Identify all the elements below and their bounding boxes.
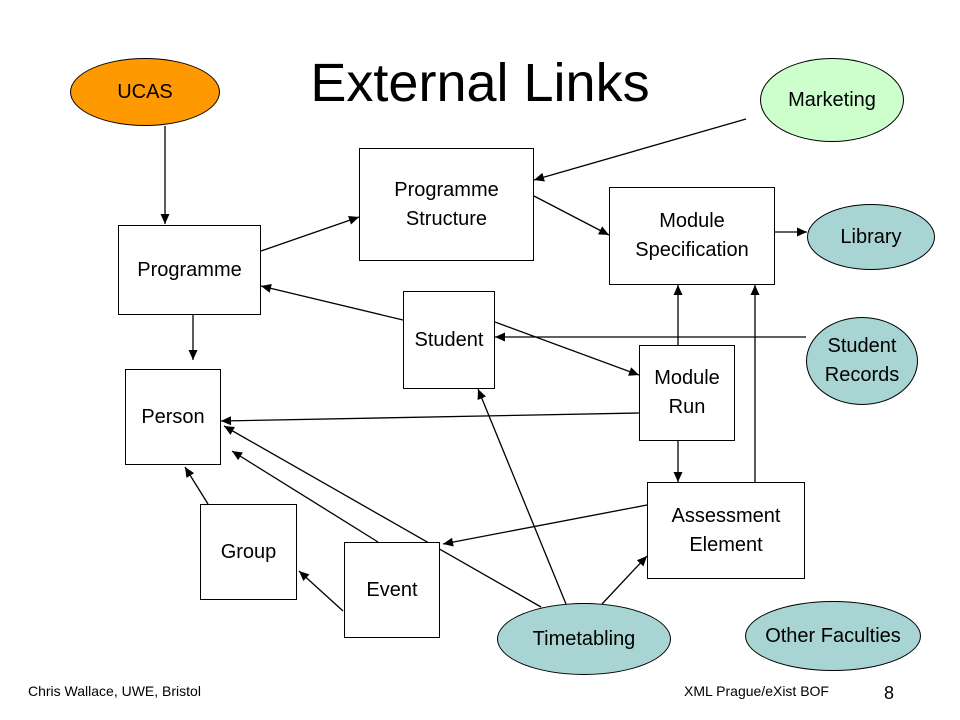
timetabling-oval: Timetabling <box>497 603 671 675</box>
connector-timetabling-to-assessment <box>601 555 648 605</box>
programme-box: Programme <box>118 225 261 315</box>
connector-marketing-to-programme-structure <box>533 118 747 182</box>
assessment-element-box: Assessment Element <box>647 482 805 579</box>
connector-ucas-to-programme <box>160 126 170 224</box>
connector-module-run-to-person <box>220 412 640 426</box>
connector-assessment-to-event <box>442 504 648 547</box>
arrowhead <box>673 285 683 295</box>
connector-event-to-group <box>298 570 344 612</box>
module-run-box: Module Run <box>639 345 735 441</box>
connector-programme-to-programme-structure <box>260 216 360 252</box>
connector-programme-to-person <box>188 315 198 360</box>
connector-group-to-person <box>184 466 209 505</box>
connector-student-records-to-student <box>495 332 806 342</box>
group-box: Group <box>200 504 297 600</box>
arrowhead <box>443 537 454 547</box>
arrowhead <box>160 214 170 224</box>
connector-event-to-person <box>231 450 379 543</box>
arrowhead <box>598 226 609 235</box>
arrowhead <box>797 227 807 237</box>
other-faculties-oval: Other Faculties <box>745 601 921 671</box>
footer-author: Chris Wallace, UWE, Bristol <box>28 683 201 699</box>
student-records-oval: Student Records <box>806 317 918 405</box>
footer-event: XML Prague/eXist BOF <box>684 683 829 699</box>
arrowhead <box>188 350 198 360</box>
arrowhead <box>185 467 195 478</box>
connector-programme-structure-to-module-spec <box>533 195 610 236</box>
connector-student-to-programme <box>260 283 404 321</box>
arrowhead <box>261 283 272 293</box>
page-number: 8 <box>883 683 894 703</box>
connector-student-to-module-run <box>494 321 640 376</box>
arrowhead <box>750 285 760 295</box>
marketing-oval: Marketing <box>760 58 904 142</box>
arrowhead <box>477 389 486 400</box>
arrowhead <box>628 367 639 376</box>
event-box: Event <box>344 542 440 638</box>
programme-structure-box: Programme Structure <box>359 148 534 261</box>
connector-module-spec-to-library <box>775 227 807 237</box>
arrowhead <box>636 556 647 567</box>
arrowhead <box>673 472 683 482</box>
library-oval: Library <box>807 204 935 270</box>
module-specification-box: Module Specification <box>609 187 775 285</box>
student-box: Student <box>403 291 495 389</box>
connector-module-run-to-module-spec <box>673 285 683 345</box>
ucas-oval: UCAS <box>70 58 220 126</box>
person-box: Person <box>125 369 221 465</box>
arrowhead <box>224 426 235 435</box>
arrowhead <box>495 332 505 342</box>
arrowhead <box>299 571 310 582</box>
arrowhead <box>534 172 545 182</box>
arrowhead <box>232 451 243 461</box>
slide-title: External Links <box>310 53 650 113</box>
arrowhead <box>221 416 232 426</box>
connector-timetabling-to-person <box>223 425 542 608</box>
connector-module-run-to-assessment <box>673 441 683 482</box>
connector-assessment-to-module-spec <box>750 285 760 482</box>
arrowhead <box>348 216 359 225</box>
connector-timetabling-to-student <box>477 388 567 605</box>
